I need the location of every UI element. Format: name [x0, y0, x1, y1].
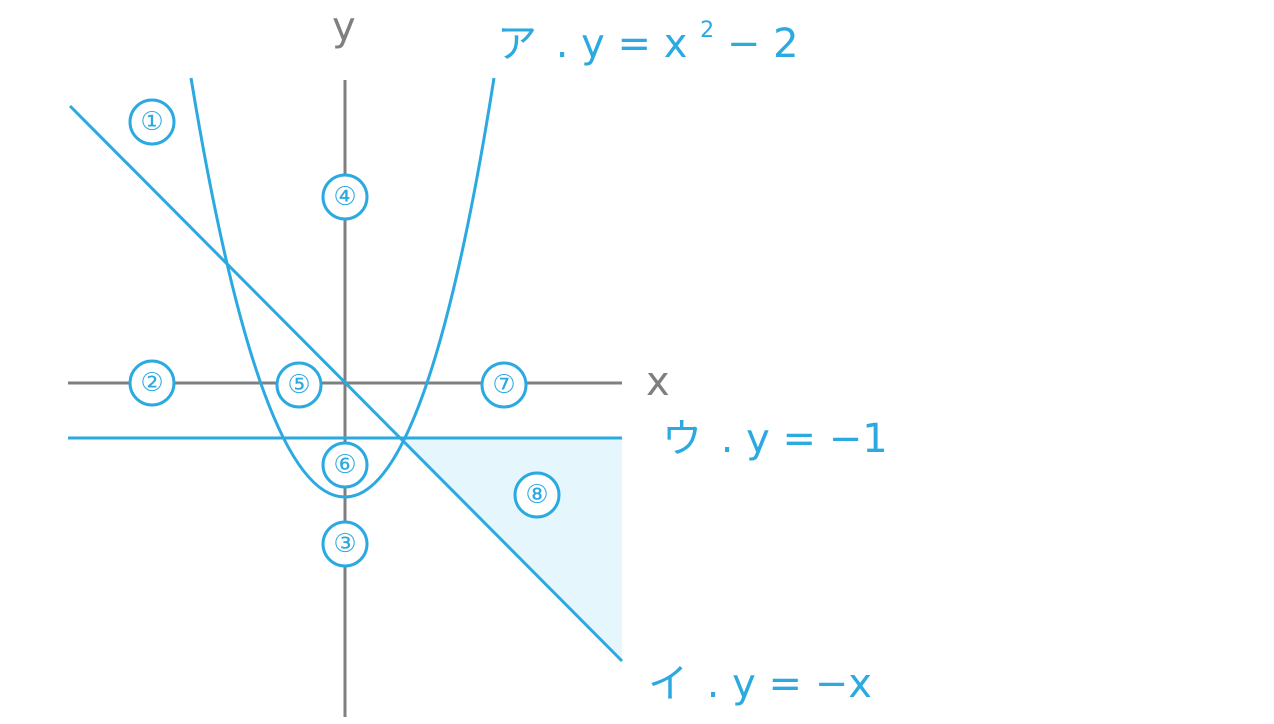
- line-y-neg-x: [68, 104, 624, 663]
- region-number: ③: [333, 529, 356, 559]
- parabola-curve: [189, 77, 496, 499]
- parabola-label-tail: − 2: [727, 21, 799, 67]
- region-marker-3: ③: [321, 520, 369, 568]
- parabola-label-kana: ア: [497, 21, 537, 67]
- region-number: ⑦: [492, 370, 515, 400]
- region-number: ②: [140, 368, 163, 398]
- region-marker-8: ⑧: [513, 471, 561, 519]
- parabola-label-text: . y = x: [556, 21, 688, 67]
- svg-text:ウ . y = −1: ウ . y = −1: [662, 416, 888, 462]
- y-axis-label: y: [332, 4, 356, 50]
- x-axis-label: x: [646, 359, 670, 405]
- region-number: ⑤: [287, 370, 310, 400]
- region-marker-6: ⑥: [321, 441, 369, 489]
- region-number: ①: [140, 107, 163, 137]
- region-marker-4: ④: [321, 173, 369, 221]
- region-number: ④: [333, 182, 356, 212]
- region-marker-5: ⑤: [275, 361, 323, 409]
- line-neg-x-label-kana: イ: [648, 661, 688, 707]
- line-neg-x-label: イ . y = −x: [648, 661, 872, 707]
- line-neg-x-label-text: . y = −x: [707, 661, 872, 707]
- parabola-label: ア . y = x 2 − 2: [497, 1, 799, 67]
- region-number: ⑥: [333, 450, 356, 480]
- svg-text:ア . y = x 2: ア . y = x 2 − 2: [497, 1, 799, 67]
- region-marker-1: ①: [128, 98, 176, 146]
- svg-text:イ . y = −x: イ . y = −x: [648, 661, 872, 707]
- parabola-label-sup: 2: [700, 18, 714, 43]
- region-marker-2: ②: [128, 359, 176, 407]
- line-neg-one-label: ウ . y = −1: [662, 416, 888, 462]
- line-neg-one-label-kana: ウ: [662, 416, 702, 462]
- line-neg-one-label-text: . y = −1: [721, 416, 888, 462]
- region-number: ⑧: [525, 480, 548, 510]
- region-marker-7: ⑦: [480, 361, 528, 409]
